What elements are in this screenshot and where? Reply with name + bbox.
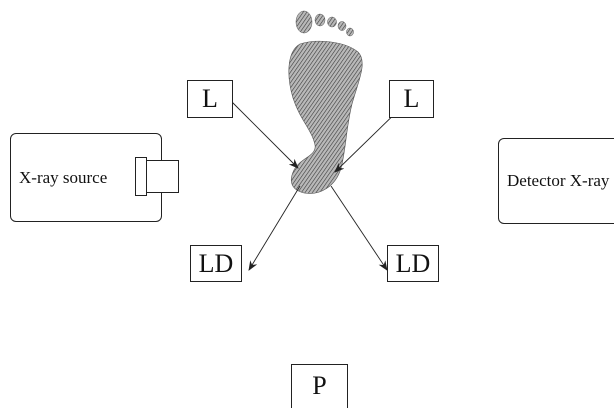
label-right-bottom: LD	[395, 248, 431, 278]
footprint-icon	[288, 10, 363, 194]
label-right-top: L	[403, 84, 420, 113]
arrow-left-top	[231, 101, 299, 169]
label-box-left-bottom: LD	[190, 245, 242, 282]
arrow-left-bottom	[248, 185, 301, 271]
arrow-right-bottom	[330, 185, 388, 271]
label-bottom: P	[312, 371, 327, 400]
footprint-toe-2	[314, 13, 326, 27]
label-left-top: L	[202, 84, 218, 113]
label-box-bottom: P	[291, 364, 348, 408]
xray-source-aperture	[146, 160, 179, 193]
label-box-left-top: L	[187, 80, 233, 118]
xray-source-label: X-ray source	[19, 167, 108, 187]
label-box-right-top: L	[389, 80, 434, 118]
detector-box: Detector X-ray	[498, 138, 614, 224]
footprint-toe-3	[327, 16, 337, 28]
footprint-toe-4	[337, 21, 347, 31]
footprint-sole	[288, 40, 363, 194]
label-left-bottom: LD	[198, 248, 234, 278]
detector-label: Detector X-ray	[507, 171, 610, 190]
footprint-toe-1	[295, 10, 313, 34]
footprint-toe-5	[346, 27, 354, 37]
label-box-right-bottom: LD	[387, 245, 439, 282]
